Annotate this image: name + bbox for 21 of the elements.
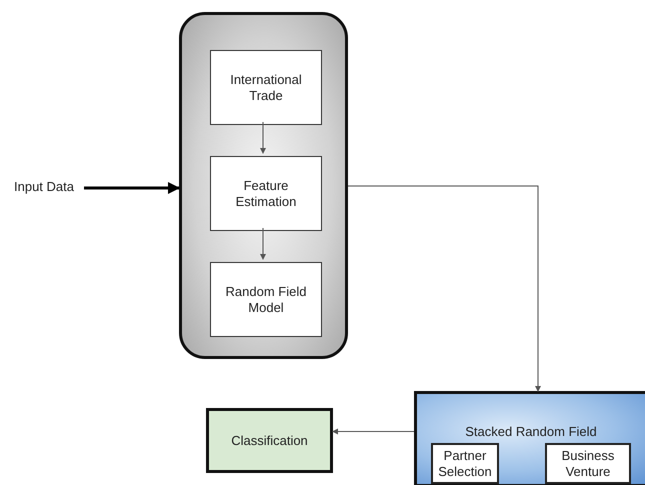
result-label: Classification [231,432,308,448]
process-box [210,262,322,337]
arrow [260,122,266,154]
container-box [179,12,348,359]
process-box [210,50,322,125]
sub-box [431,443,499,484]
step-label: International Trade [229,72,303,104]
arrow [260,228,266,260]
arrow [348,186,541,392]
result-box [206,408,333,473]
process-box [210,156,322,231]
arrow [84,182,180,194]
step-label: Random Field Model [224,284,308,316]
input-label: Input Data [10,178,82,196]
sub-label: Partner Selection [437,448,493,480]
panel-title: Stacked Random Field [465,424,597,440]
sub-label: Business Venture [560,448,616,480]
sub-box [545,443,631,484]
arrow [332,428,414,434]
step-label: Feature Estimation [234,178,298,210]
stacked-field-panel [414,391,645,485]
